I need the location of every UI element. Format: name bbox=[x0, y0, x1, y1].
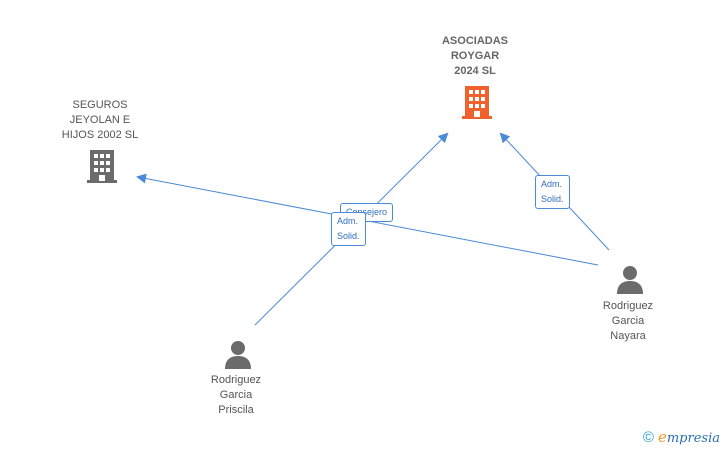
copyright-icon: © bbox=[642, 428, 654, 446]
building-icon[interactable] bbox=[461, 84, 493, 120]
edge-label-adm-solid-nayara: Adm. Solid. bbox=[535, 175, 570, 209]
edge-label-adm-solid-priscila: Adm. Solid. bbox=[331, 212, 366, 246]
company-label-seguros[interactable]: SEGUROS JEYOLAN E HIJOS 2002 SL bbox=[61, 99, 139, 141]
empresia-logo: © empresia bbox=[642, 428, 720, 446]
person-icon[interactable] bbox=[615, 264, 645, 294]
person-label-nayara[interactable]: Rodriguez Garcia Nayara bbox=[602, 300, 654, 342]
person-label-priscila[interactable]: Rodriguez Garcia Priscila bbox=[210, 374, 262, 416]
building-icon[interactable] bbox=[86, 148, 118, 184]
person-icon[interactable] bbox=[223, 339, 253, 369]
company-label-asociadas[interactable]: ASOCIADAS ROYGAR 2024 SL bbox=[441, 35, 508, 77]
